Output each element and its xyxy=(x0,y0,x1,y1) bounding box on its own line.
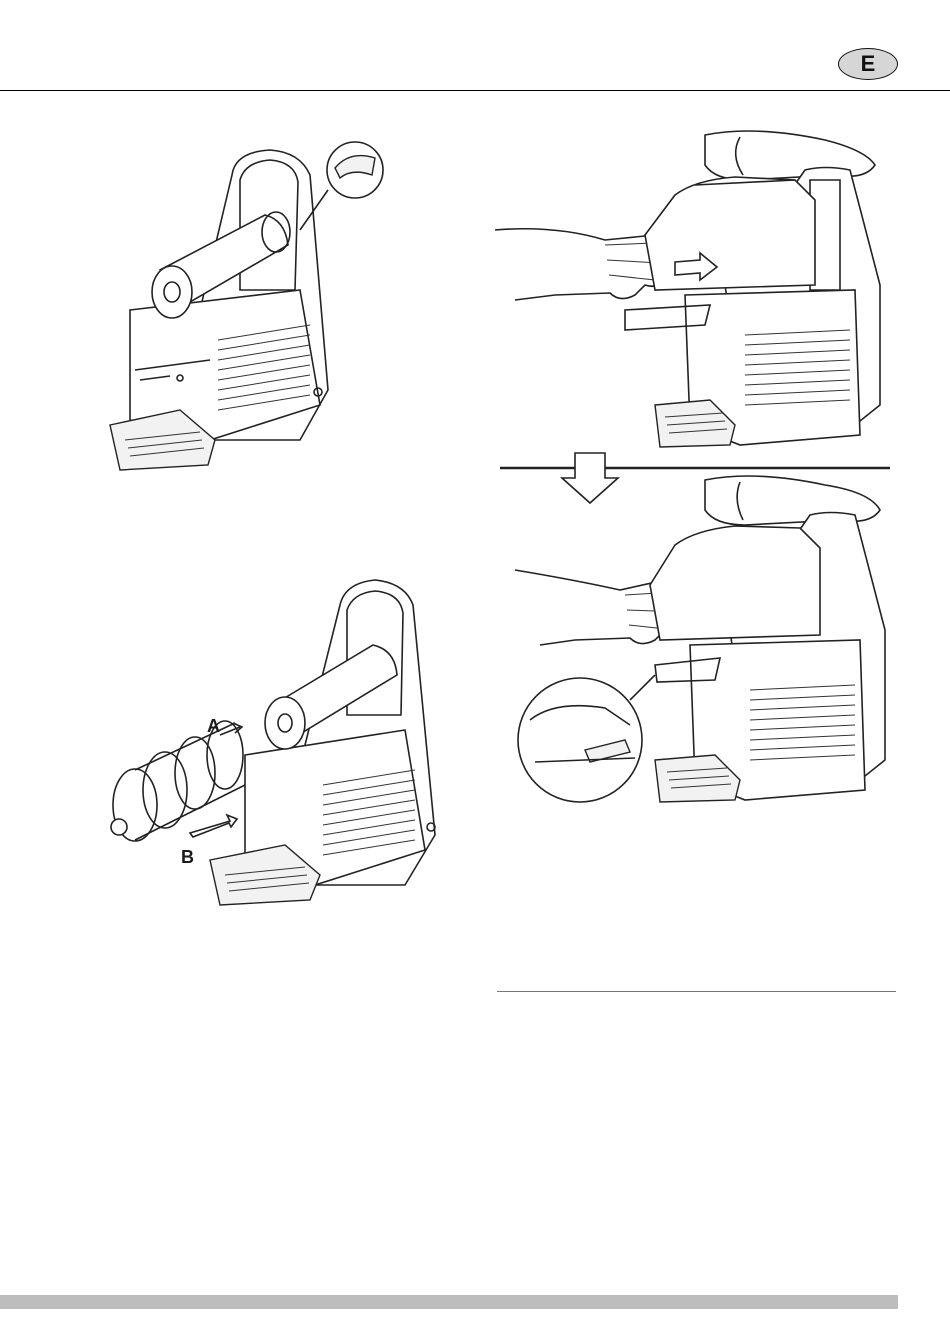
footer-bar xyxy=(0,1295,898,1309)
latch-detail-icon xyxy=(518,675,655,802)
label-b: B xyxy=(181,847,194,868)
auger-fit-figure xyxy=(105,565,450,910)
lid-lock-figure xyxy=(495,470,895,825)
label-a: A xyxy=(207,716,220,737)
header-rule xyxy=(0,90,950,91)
language-badge: E xyxy=(838,48,898,80)
section-rule xyxy=(497,991,896,992)
machine-drawing-icon xyxy=(625,168,880,448)
machine-drawing-icon xyxy=(210,580,435,905)
lid-remove-figure xyxy=(495,125,895,460)
bowl-gasket-figure xyxy=(100,140,400,480)
machine-drawing-icon xyxy=(110,150,328,470)
machine-drawing-icon xyxy=(650,513,885,803)
